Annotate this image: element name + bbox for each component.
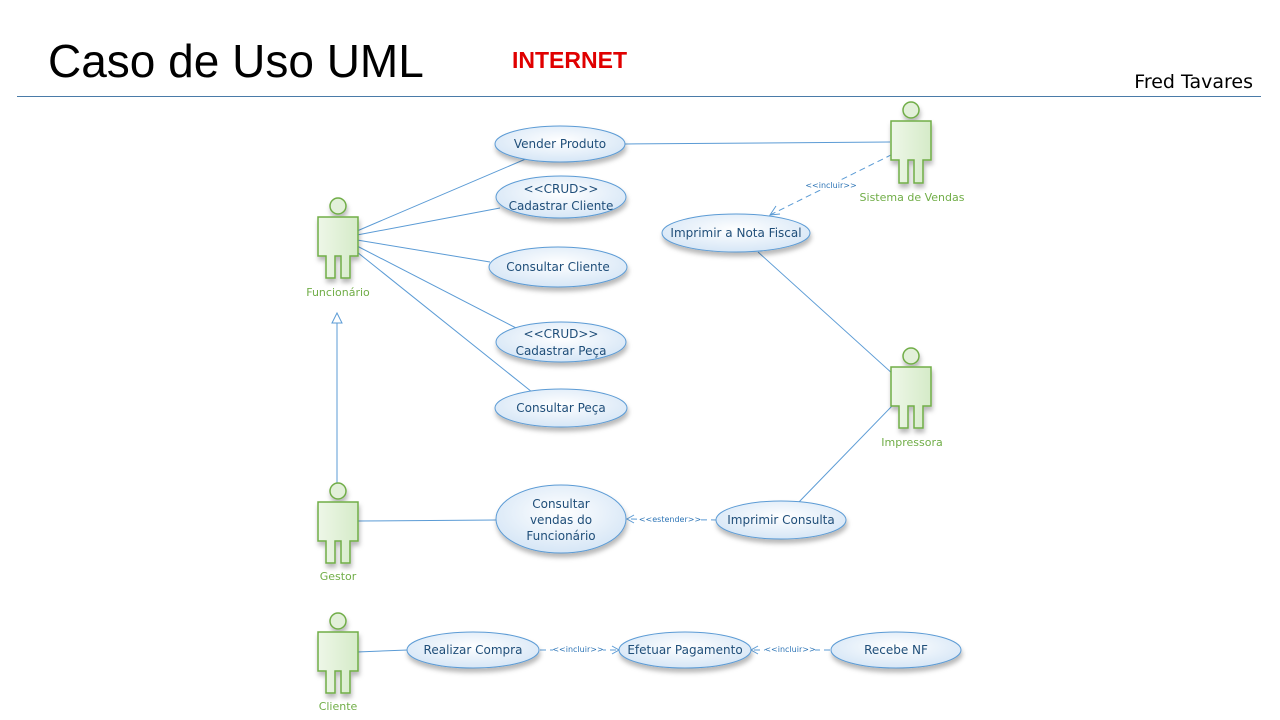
usecase-cadastrar-cliente: <<CRUD>> Cadastrar Cliente	[495, 175, 627, 219]
generalization-arrowhead	[331, 311, 343, 324]
usecase-consultar-cliente: Consultar Cliente	[488, 246, 628, 288]
usecase-vender-produto-label: Vender Produto	[514, 137, 606, 151]
usecase-consultar-vendas-line1: Consultar	[532, 497, 590, 511]
assoc-vender-sistema	[624, 141, 891, 145]
assoc-nota-impressora	[757, 251, 895, 376]
usecase-cadastrar-peca-stereotype: <<CRUD>>	[524, 327, 599, 341]
actor-impressora: Impressora	[881, 347, 943, 449]
usecase-cadastrar-cliente-stereotype: <<CRUD>>	[524, 182, 599, 196]
usecase-cadastrar-peca-label: Cadastrar Peça	[516, 344, 607, 358]
usecase-efetuar-pagamento: Efetuar Pagamento	[618, 631, 752, 669]
slide-title: Caso de Uso UML	[48, 35, 424, 87]
usecase-realizar-compra-label: Realizar Compra	[424, 643, 523, 657]
usecase-vender-produto: Vender Produto	[494, 125, 626, 163]
assoc-funcionario-consultar-cliente	[356, 239, 491, 263]
actor-gestor: Gestor	[317, 482, 359, 583]
assoc-funcionario-consultar-peca	[356, 251, 533, 393]
usecase-recebe-nf: Recebe NF	[830, 631, 962, 669]
title-divider	[17, 96, 1261, 97]
usecase-imprimir-nota: Imprimir a Nota Fiscal	[661, 213, 811, 253]
actor-cliente-label: Cliente	[319, 700, 358, 713]
extend-arrowhead	[625, 514, 635, 524]
actor-funcionario: Funcionário	[306, 197, 370, 299]
actor-impressora-label: Impressora	[881, 436, 942, 449]
actor-gestor-label: Gestor	[320, 570, 357, 583]
actor-cliente: Cliente	[317, 612, 359, 713]
assoc-impressora-imprimir-consulta	[797, 405, 893, 504]
usecase-imprimir-consulta-label: Imprimir Consulta	[727, 513, 834, 527]
extend-label: <<estender>>	[639, 515, 701, 524]
usecase-cadastrar-cliente-label: Cadastrar Cliente	[509, 199, 614, 213]
slide-author: Fred Tavares	[1134, 71, 1253, 93]
actor-sistema-vendas-label: Sistema de Vendas	[860, 191, 965, 204]
usecase-consultar-vendas: Consultar vendas do Funcionário	[495, 484, 627, 554]
usecase-imprimir-nota-label: Imprimir a Nota Fiscal	[670, 226, 801, 240]
usecase-consultar-peca: Consultar Peça	[494, 388, 628, 428]
include-nota-sistema	[769, 153, 894, 216]
include-arrowhead-nota	[768, 205, 781, 216]
actor-sistema-vendas: Sistema de Vendas	[860, 101, 965, 204]
usecase-consultar-cliente-label: Consultar Cliente	[506, 260, 609, 274]
assoc-funcionario-cadastrar-peca	[356, 245, 521, 331]
assoc-funcionario-vender	[356, 157, 529, 232]
usecase-consultar-vendas-line3: Funcionário	[526, 529, 595, 543]
slide-subtitle: INTERNET	[512, 47, 627, 73]
usecase-consultar-vendas-line2: vendas do	[530, 513, 592, 527]
include-label-nf: <<incluir>>	[764, 645, 815, 654]
include-label-nota: <<incluir>>	[805, 181, 856, 190]
usecase-consultar-peca-label: Consultar Peça	[516, 401, 605, 415]
actor-funcionario-label: Funcionário	[306, 286, 370, 299]
usecase-cadastrar-peca: <<CRUD>> Cadastrar Peça	[495, 321, 627, 363]
include-label-pagamento: <<incluir>>	[552, 645, 603, 654]
assoc-cliente-realizar-compra	[356, 649, 409, 653]
assoc-funcionario-cadastrar-cliente	[356, 207, 501, 236]
usecase-realizar-compra: Realizar Compra	[406, 631, 540, 669]
usecase-recebe-nf-label: Recebe NF	[864, 643, 928, 657]
assoc-gestor-consultar-vendas	[356, 519, 498, 522]
usecase-efetuar-pagamento-label: Efetuar Pagamento	[627, 643, 742, 657]
usecase-imprimir-consulta: Imprimir Consulta	[715, 500, 847, 540]
